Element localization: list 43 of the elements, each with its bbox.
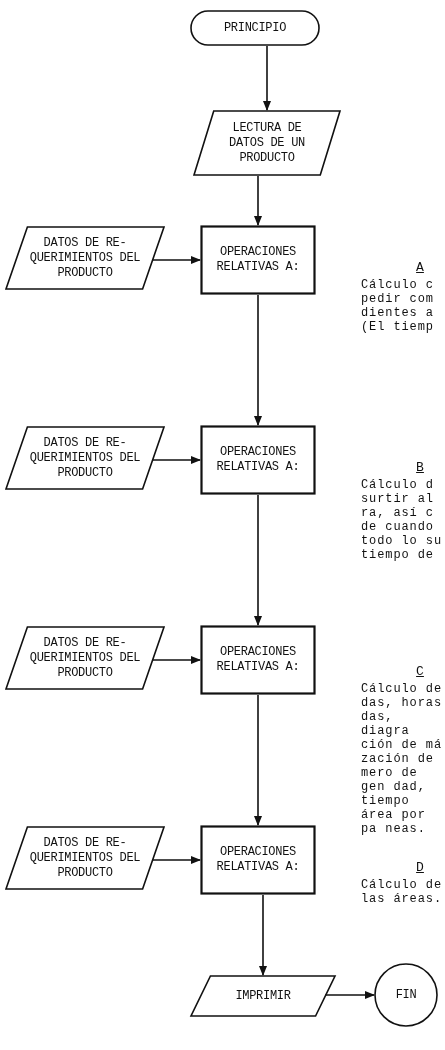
section-letter: A — [415, 260, 425, 275]
arrow — [151, 456, 201, 464]
arrow — [254, 694, 262, 826]
section-letter: C — [415, 664, 425, 679]
arrow — [263, 45, 271, 111]
input-output-parallelogram — [5, 226, 165, 290]
node-label: FIN — [394, 987, 418, 1003]
arrow — [254, 294, 262, 426]
node-label: DATOS DE RE- QUERIMIENTOS DEL PRODUCTO — [28, 835, 142, 881]
node-label: PRINCIPIO — [222, 20, 288, 36]
node-label: DATOS DE RE- QUERIMIENTOS DEL PRODUCTO — [28, 435, 142, 481]
node-label: IMPRIMIR — [234, 988, 292, 1004]
node-label: OPERACIONES RELATIVAS A: — [215, 845, 301, 875]
section-letter: D — [415, 860, 425, 875]
end-circle — [374, 963, 438, 1027]
process-box — [200, 425, 316, 495]
arrow — [259, 894, 267, 976]
input-output-parallelogram — [5, 826, 165, 890]
operation-note: Cálculo de las áreas. — [361, 878, 443, 906]
input-output-parallelogram — [193, 110, 341, 176]
node-label: OPERACIONES RELATIVAS A: — [215, 645, 301, 675]
input-output-parallelogram — [5, 426, 165, 490]
process-box — [200, 225, 316, 295]
arrow — [254, 175, 262, 226]
arrow — [151, 656, 201, 664]
node-label: DATOS DE RE- QUERIMIENTOS DEL PRODUCTO — [28, 235, 142, 281]
start-terminal — [190, 10, 320, 46]
section-letter: B — [415, 460, 425, 475]
node-label: OPERACIONES RELATIVAS A: — [215, 445, 301, 475]
node-label: LECTURA DE DATOS DE UN PRODUCTO — [228, 120, 306, 166]
node-label: DATOS DE RE- QUERIMIENTOS DEL PRODUCTO — [28, 635, 142, 681]
input-output-parallelogram — [190, 975, 336, 1017]
process-box — [200, 625, 316, 695]
arrow — [151, 856, 201, 864]
node-label: OPERACIONES RELATIVAS A: — [215, 245, 301, 275]
operation-note: Cálculo de das, horas das, diagra ción de má zación de mero de gen dad, tiempo área por pa neas. — [361, 682, 443, 836]
process-box — [200, 825, 316, 895]
operation-note: Cálculo c pedir com dientes a (El tiemp — [361, 278, 435, 334]
arrow — [324, 991, 375, 999]
arrow — [151, 256, 201, 264]
input-output-parallelogram — [5, 626, 165, 690]
operation-note: Cálculo d surtir al ra, así c de cuando todo lo su tiempo de — [361, 478, 443, 562]
arrow — [254, 494, 262, 626]
